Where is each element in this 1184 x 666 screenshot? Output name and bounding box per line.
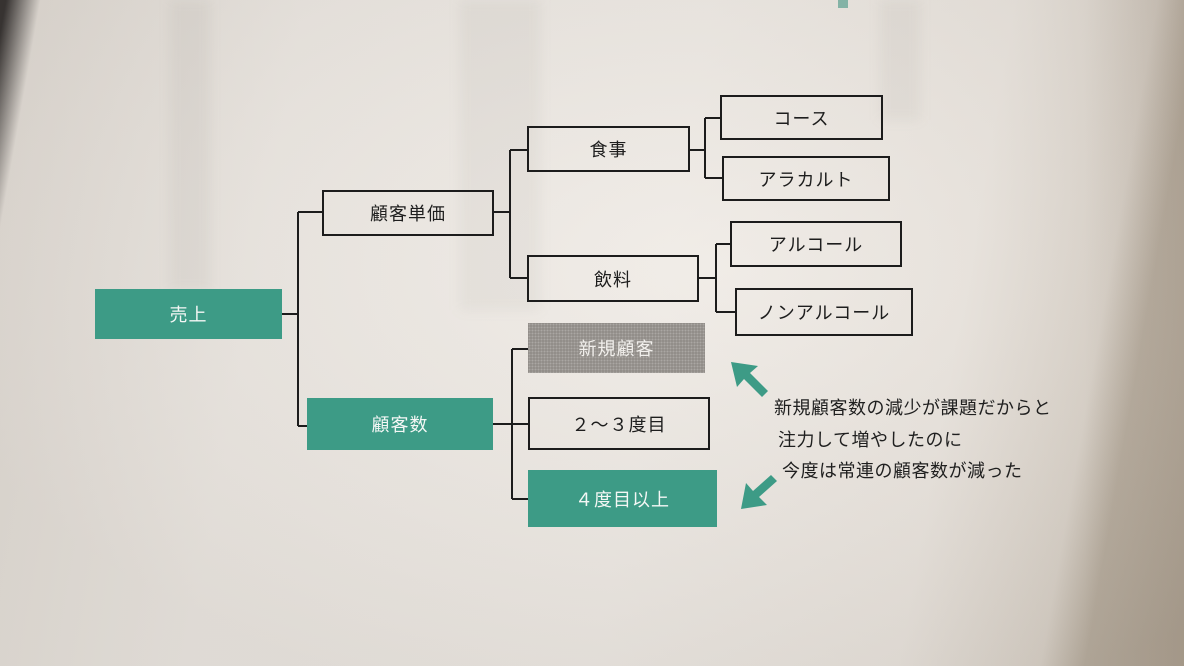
annotation-line-1: 新規顧客数の減少が課題だからと bbox=[774, 398, 1052, 419]
node-unit-price: 顧客単価 bbox=[322, 190, 494, 236]
page-edge-shadow bbox=[1084, 0, 1184, 666]
node-drink: 飲料 bbox=[527, 255, 699, 302]
connector-unit-price bbox=[494, 149, 527, 279]
arrow-up-left bbox=[731, 362, 768, 397]
annotation-line-2: 注力して増やしたのに bbox=[778, 430, 963, 451]
node-alcohol: アルコール bbox=[730, 221, 902, 267]
node-course: コース bbox=[720, 95, 883, 140]
connector-root bbox=[282, 211, 322, 427]
node-food: 食事 bbox=[527, 126, 690, 172]
connector-customers bbox=[493, 348, 528, 500]
page-tab-marker bbox=[838, 0, 848, 8]
bleed-through-text bbox=[460, 0, 540, 310]
node-customer-count: 顧客数 bbox=[307, 398, 493, 450]
bleed-through-text bbox=[880, 0, 920, 120]
node-sales: 売上 bbox=[95, 289, 282, 339]
annotation-line-3: 今度は常連の顧客数が減った bbox=[782, 461, 1023, 482]
node-a-la-carte: アラカルト bbox=[722, 156, 890, 201]
connector-food bbox=[690, 117, 722, 179]
node-new-customers: 新規顧客 bbox=[528, 323, 705, 373]
arrow-down-left bbox=[741, 475, 777, 509]
connector-drink bbox=[699, 243, 735, 313]
bleed-through-text bbox=[170, 0, 210, 290]
node-non-alcohol: ノンアルコール bbox=[735, 288, 913, 336]
node-second-third-visit: ２〜３度目 bbox=[528, 397, 710, 450]
node-fourth-plus-visit: ４度目以上 bbox=[528, 470, 717, 527]
